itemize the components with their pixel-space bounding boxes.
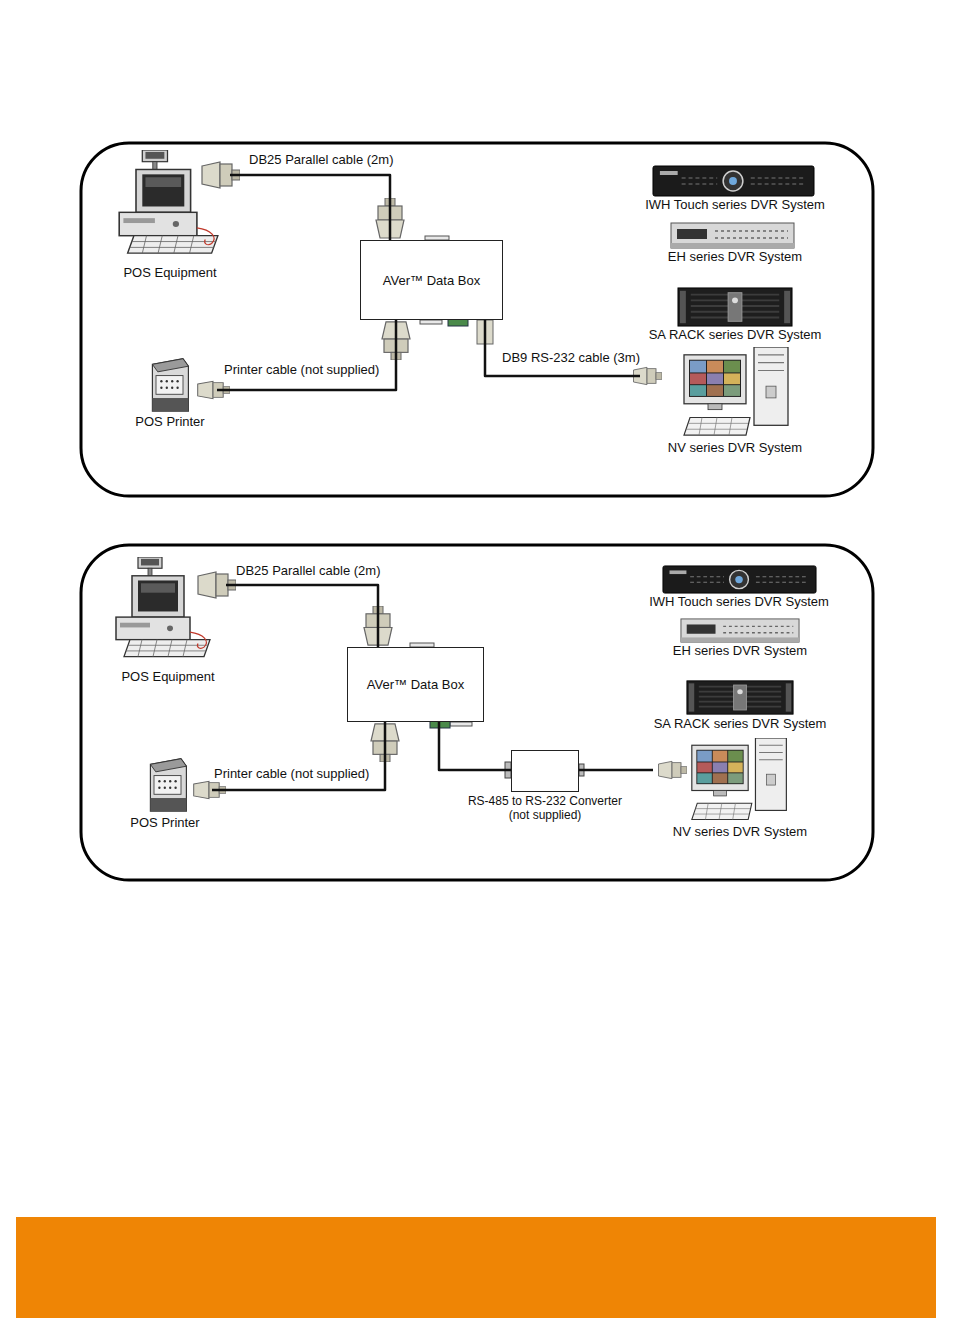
device-label: POS Equipment <box>110 669 226 684</box>
device-figure: POS Printer <box>118 753 212 830</box>
cable <box>579 769 653 772</box>
cable <box>212 722 385 790</box>
device-label: POS Printer <box>118 815 212 830</box>
device-label: AVer™ Data Box <box>383 273 480 288</box>
cable-label: Printer cable (not supplied) <box>212 766 371 781</box>
device-figure: IWH Touch series DVR System <box>630 163 840 212</box>
device-box: AVer™ Data Box <box>360 240 503 320</box>
cable <box>226 585 378 647</box>
cable-label: DB25 Parallel cable (2m) <box>234 563 383 578</box>
device-label: POS Printer <box>123 414 217 429</box>
device-label: SA RACK series DVR System <box>640 327 830 342</box>
cable-label: DB9 RS-232 cable (3m) <box>500 350 642 365</box>
device-figure: IWH Touch series DVR System <box>642 563 836 609</box>
device-label: EH series DVR System <box>640 249 830 264</box>
device-label: POS Equipment <box>110 265 230 280</box>
cable <box>230 175 390 240</box>
device-label: AVer™ Data Box <box>367 677 464 692</box>
device-figure: SA RACK series DVR System <box>648 678 832 731</box>
cable <box>217 320 396 390</box>
device-label: NV series DVR System <box>653 824 827 839</box>
device-label: IWH Touch series DVR System <box>642 594 836 609</box>
device-label: SA RACK series DVR System <box>648 716 832 731</box>
device-figure: EH series DVR System <box>648 615 832 658</box>
device-box: AVer™ Data Box <box>347 647 484 722</box>
cable <box>485 320 640 376</box>
device-label: EH series DVR System <box>648 643 832 658</box>
device-figure: NV series DVR System <box>653 738 827 839</box>
cable <box>439 722 511 770</box>
device-figure: POS Printer <box>123 352 217 429</box>
device-label: IWH Touch series DVR System <box>630 197 840 212</box>
device-label: RS-485 to RS-232 Converter (not supplied… <box>458 794 633 822</box>
device-box: RS-485 to RS-232 Converter (not supplied… <box>511 750 579 792</box>
device-figure: EH series DVR System <box>640 220 830 264</box>
device-figure: SA RACK series DVR System <box>640 285 830 342</box>
cable-label: DB25 Parallel cable (2m) <box>247 152 396 167</box>
device-label: NV series DVR System <box>640 440 830 455</box>
device-figure: POS Equipment <box>110 150 230 280</box>
device-figure: POS Equipment <box>110 557 226 684</box>
cable-label: Printer cable (not supplied) <box>222 362 381 377</box>
device-figure: NV series DVR System <box>640 347 830 455</box>
